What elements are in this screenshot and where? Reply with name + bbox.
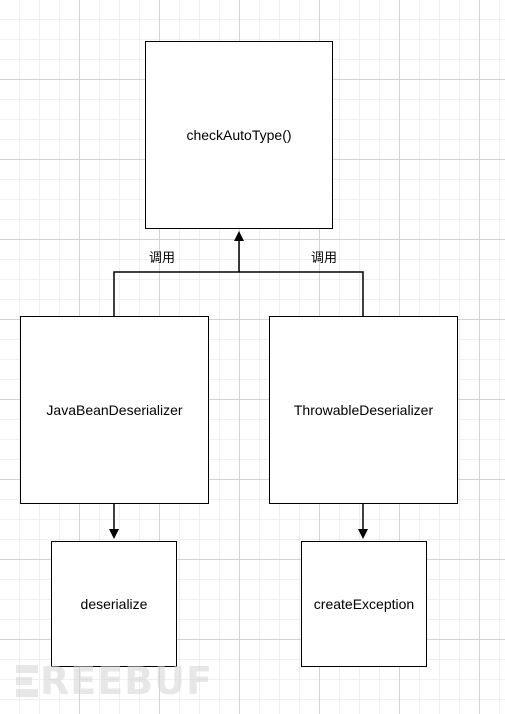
connector-javabean-to-checkautotype bbox=[113, 271, 239, 316]
node-deserialize[interactable]: deserialize bbox=[51, 541, 177, 667]
watermark-logo-mark bbox=[16, 663, 38, 699]
node-throwable-deserializer-label: ThrowableDeserializer bbox=[293, 402, 434, 418]
connector-throwable-to-checkautotype bbox=[239, 271, 364, 316]
node-check-auto-type-label: checkAutoType() bbox=[186, 127, 292, 143]
node-check-auto-type[interactable]: checkAutoType() bbox=[145, 41, 333, 229]
freebuf-watermark: REEBUF bbox=[16, 662, 213, 700]
node-create-exception[interactable]: createException bbox=[301, 541, 427, 667]
node-java-bean-deserializer[interactable]: JavaBeanDeserializer bbox=[20, 316, 209, 504]
edge-label-javabean-call: 调用 bbox=[149, 251, 176, 266]
watermark-text: REEBUF bbox=[40, 659, 213, 703]
node-java-bean-deserializer-label: JavaBeanDeserializer bbox=[46, 402, 183, 418]
node-throwable-deserializer[interactable]: ThrowableDeserializer bbox=[269, 316, 458, 504]
edge-label-throwable-call: 调用 bbox=[311, 251, 338, 266]
node-create-exception-label: createException bbox=[313, 596, 415, 612]
node-deserialize-label: deserialize bbox=[80, 596, 148, 612]
